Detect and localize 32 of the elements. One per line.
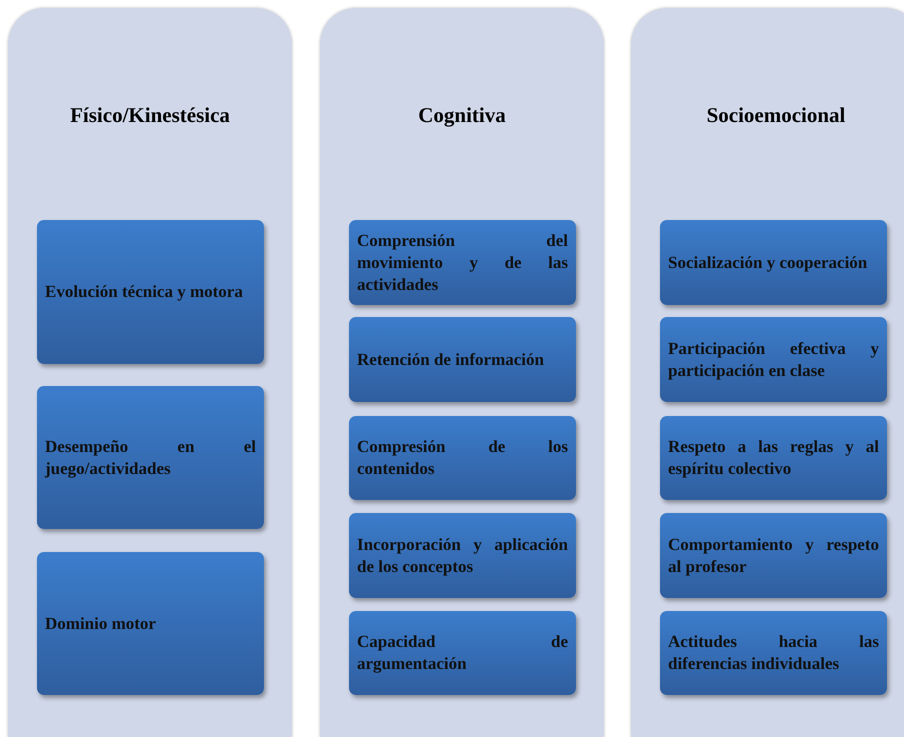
criterion-text: Participación efectiva y participación en clase: [668, 338, 879, 382]
category-panel: [320, 8, 604, 737]
criterion-box: [37, 552, 264, 695]
category-heading: Físico/Kinestésica: [69, 102, 231, 128]
criterion-text: Socialización y cooperación: [668, 252, 868, 274]
criterion-box: [349, 513, 576, 598]
criterion-text: Comprensión del movimiento y de las actividades: [357, 230, 568, 296]
criterion-box: [349, 317, 576, 402]
category-heading: Socioemocional: [706, 102, 846, 128]
criterion-box: [349, 611, 576, 695]
criterion-box: [660, 611, 887, 695]
category-heading: Cognitiva: [417, 102, 507, 128]
category-panel: [631, 8, 904, 737]
criterion-text: Evolución técnica y motora: [45, 281, 244, 303]
criterion-text: Retención de información: [357, 348, 545, 370]
criterion-text: Compresión de los contenidos: [357, 436, 568, 480]
criterion-text: Comportamiento y respeto al profesor: [668, 534, 879, 578]
criterion-box: [349, 416, 576, 500]
criterion-text: Capacidad de argumentación: [357, 631, 568, 675]
criterion-box: [660, 513, 887, 598]
criterion-text: Incorporación y aplicación de los conceptos: [357, 534, 568, 578]
criterion-box: [660, 317, 887, 402]
criterion-box: [660, 220, 887, 305]
criterion-text: Desempeño en el juego/actividades: [45, 436, 256, 480]
criterion-text: Actitudes hacia las diferencias individuales: [668, 631, 879, 675]
criterion-box: [37, 220, 264, 364]
criterion-text: Respeto a las reglas y al espíritu colectivo: [668, 436, 879, 480]
criterion-box: [660, 416, 887, 500]
criterion-box: [349, 220, 576, 305]
criterion-box: [37, 386, 264, 529]
criterion-text: Dominio motor: [45, 612, 157, 634]
category-panel: [8, 8, 292, 737]
